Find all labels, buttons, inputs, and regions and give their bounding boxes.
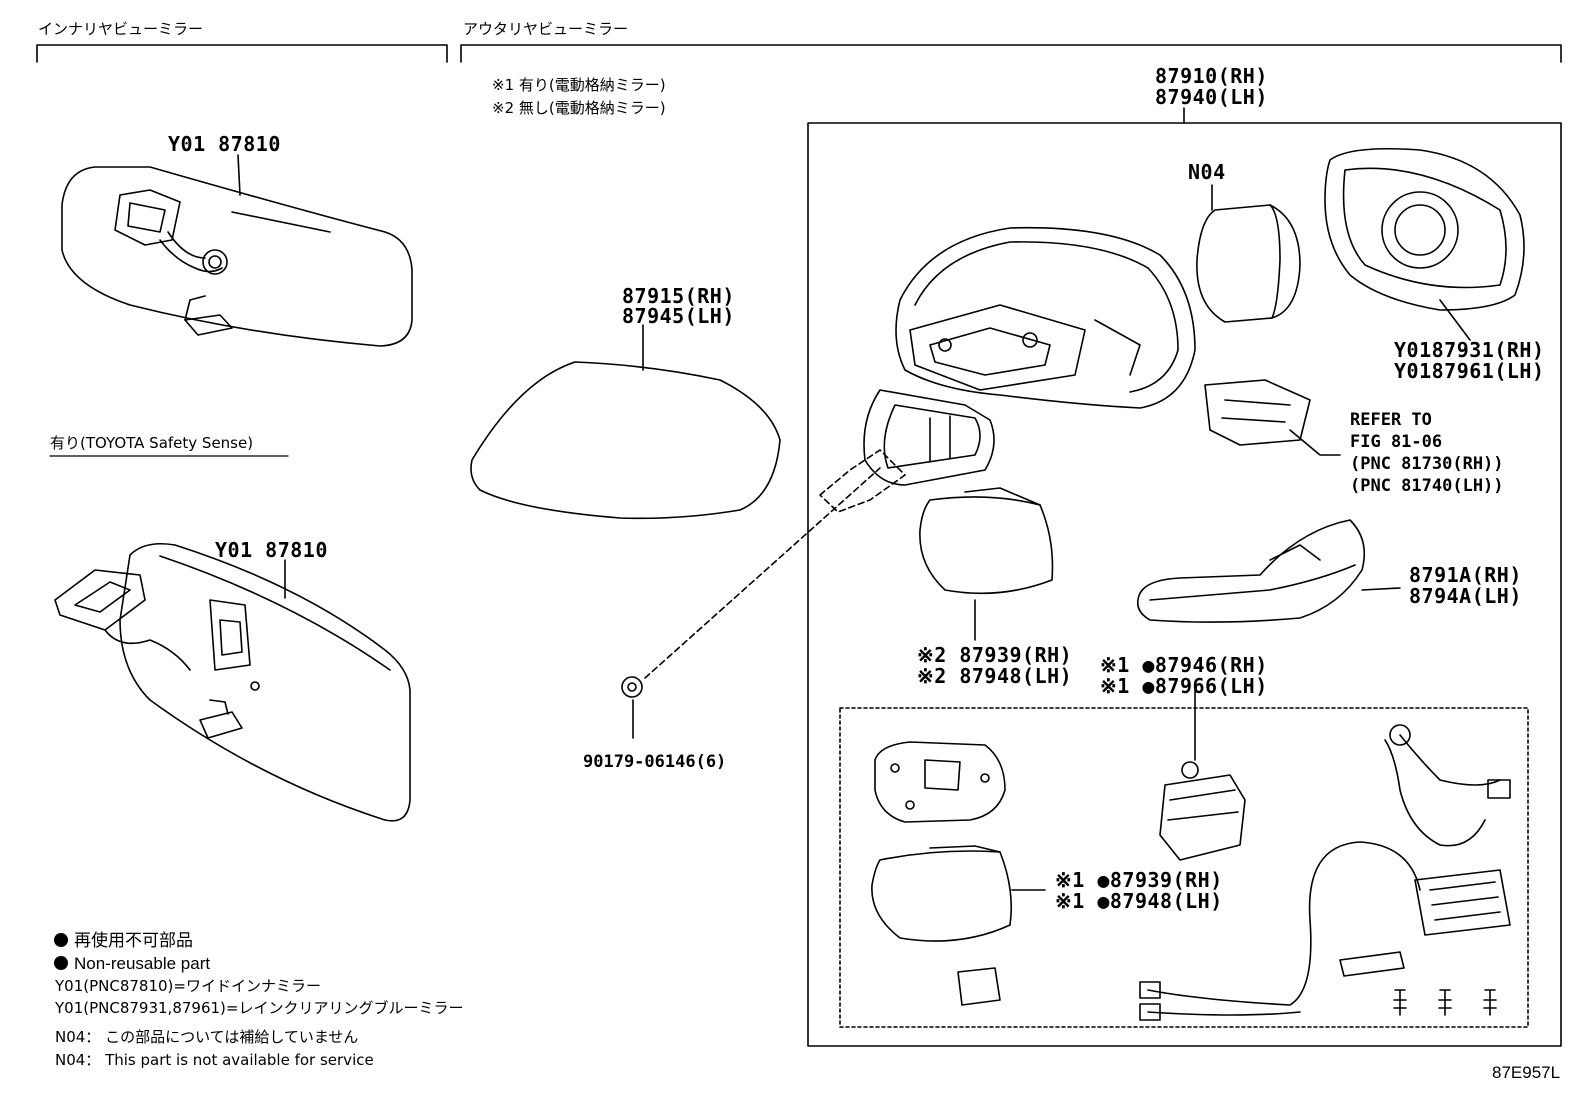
legend-n04-en: N04： This part is not available for serv…	[55, 1051, 374, 1069]
glass-rh-part-number: Y0187931(RH)	[1394, 338, 1545, 362]
mirror-glass-drawing	[1324, 147, 1525, 341]
assy-rh-part-number: 87910(RH)	[1155, 64, 1268, 88]
n04-actuator-drawing	[1196, 184, 1301, 323]
inner-mirror-top-drawing	[61, 154, 413, 347]
clip-part-number: 90179-06146(6)	[583, 752, 727, 772]
outer-cover-drawing	[470, 324, 781, 520]
clip-drawing	[621, 449, 906, 739]
lamp-rh-part-number: 8791A(RH)	[1409, 563, 1522, 587]
lamp-lh-part-number: 8794A(LH)	[1409, 584, 1522, 608]
outer-mirror-section-title: アウタリヤビューミラー	[463, 20, 629, 38]
legend-y01-b: Y01(PNC87931,87961)=レインクリアリングブルーミラー	[55, 999, 464, 1017]
condition-2: ※2 無し(電動格納ミラー)	[492, 99, 666, 117]
side-lamp-drawing	[1136, 519, 1401, 623]
retract-parts-drawing	[871, 689, 1511, 1021]
housing-upper-drawing	[919, 487, 1054, 641]
retract-parts-frame	[839, 707, 1529, 1028]
housing2-lh-part-number: ※1 ●87948(LH)	[1055, 889, 1223, 913]
mirror-body-drawing	[863, 226, 1196, 486]
safety-sense-label: 有り(TOYOTA Safety Sense)	[50, 434, 254, 452]
glass-lh-part-number: Y0187961(LH)	[1394, 359, 1545, 383]
retract-lh-part-number: ※1 ●87966(LH)	[1100, 674, 1268, 698]
refer-line-2: FIG 81-06	[1350, 432, 1443, 452]
condition-1: ※1 有り(電動格納ミラー)	[492, 76, 666, 94]
n04-label: N04	[1188, 160, 1226, 184]
inner-mirror-top-part-number: Y01 87810	[168, 132, 281, 156]
inner-mirror-bottom-part-number: Y01 87810	[215, 538, 328, 562]
screw-icon	[1393, 989, 1497, 1016]
filled-dot-icon	[54, 933, 68, 947]
housing-lh-part-number: ※2 87948(LH)	[917, 664, 1073, 688]
housing2-rh-part-number: ※1 ●87939(RH)	[1055, 868, 1223, 892]
retract-rh-part-number: ※1 ●87946(RH)	[1100, 653, 1268, 677]
legend-nonreuse-en: Non-reusable part	[54, 955, 210, 972]
legend-n04-jp: N04： この部品については補給していません	[55, 1028, 359, 1046]
legend-y01-a: Y01(PNC87810)=ワイドインナミラー	[55, 977, 321, 995]
refer-line-4: (PNC 81740(LH))	[1350, 476, 1504, 496]
refer-line-3: (PNC 81730(RH))	[1350, 454, 1504, 474]
turn-signal-drawing	[1204, 379, 1341, 456]
refer-line-1: REFER TO	[1350, 410, 1432, 430]
assy-lh-part-number: 87940(LH)	[1155, 85, 1268, 109]
section-brackets	[36, 44, 1562, 63]
filled-dot-icon	[54, 956, 68, 970]
figure-id: 87E957L	[1492, 1063, 1561, 1082]
inner-mirror-bottom-drawing	[54, 542, 411, 822]
inner-mirror-section-title: インナリヤビューミラー	[38, 20, 204, 38]
legend-nonreuse-jp: 再使用不可部品	[54, 932, 193, 949]
housing-rh-part-number: ※2 87939(RH)	[917, 643, 1073, 667]
cover-rh-part-number: 87915(RH)	[622, 284, 735, 308]
cover-lh-part-number: 87945(LH)	[622, 304, 735, 328]
